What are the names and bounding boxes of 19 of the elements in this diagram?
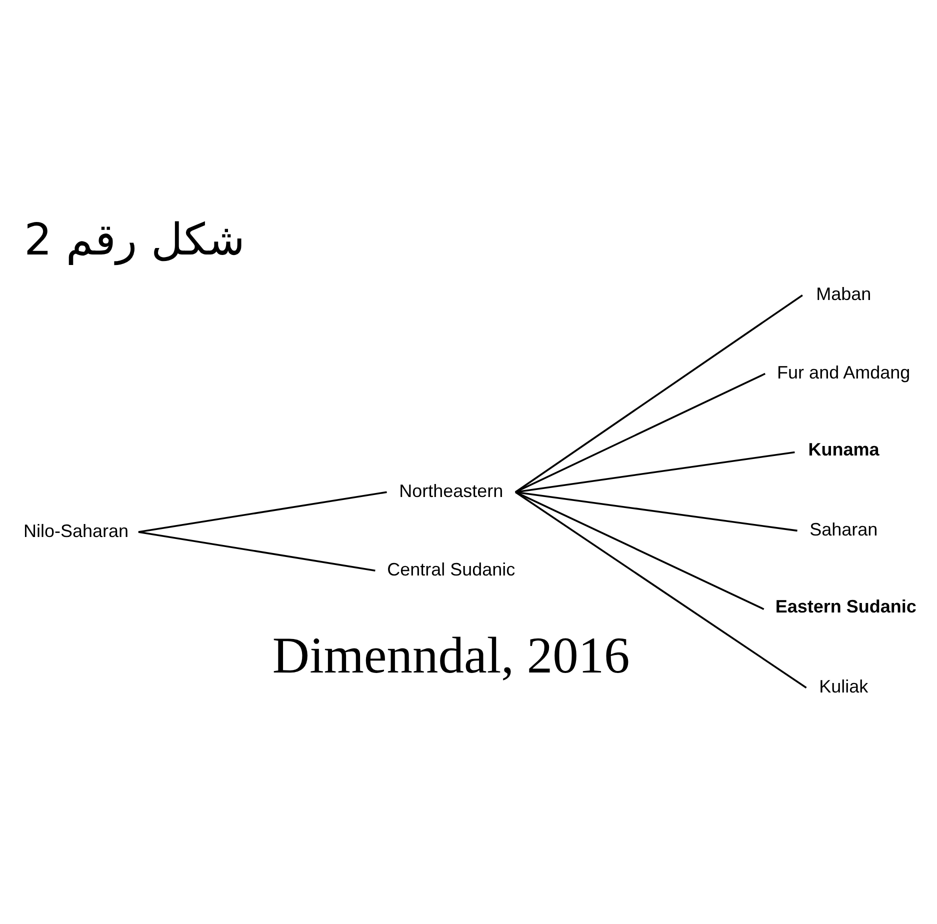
node-text: Saharan — [810, 518, 878, 539]
connector — [514, 294, 803, 492]
node-text: Northeastern — [399, 480, 504, 500]
node-text: Eastern Sudanic — [775, 596, 916, 616]
node-text: Kunama — [808, 439, 880, 460]
connector — [515, 490, 798, 532]
diagram-title: شكل رقم 2 — [24, 214, 245, 265]
node-text: Fur and Amdang — [777, 362, 910, 382]
connector — [515, 450, 795, 492]
node-text: Nilo-Saharan — [23, 520, 129, 540]
connector — [138, 490, 387, 532]
connector — [515, 490, 764, 610]
connector — [514, 490, 807, 688]
node-text: Maban — [816, 283, 872, 304]
connector — [515, 372, 766, 492]
node-text: Central Sudanic — [387, 558, 516, 579]
caption: Dimenndal, 2016 — [272, 626, 630, 684]
node-text: Kuliak — [819, 676, 868, 696]
connector — [138, 530, 376, 571]
